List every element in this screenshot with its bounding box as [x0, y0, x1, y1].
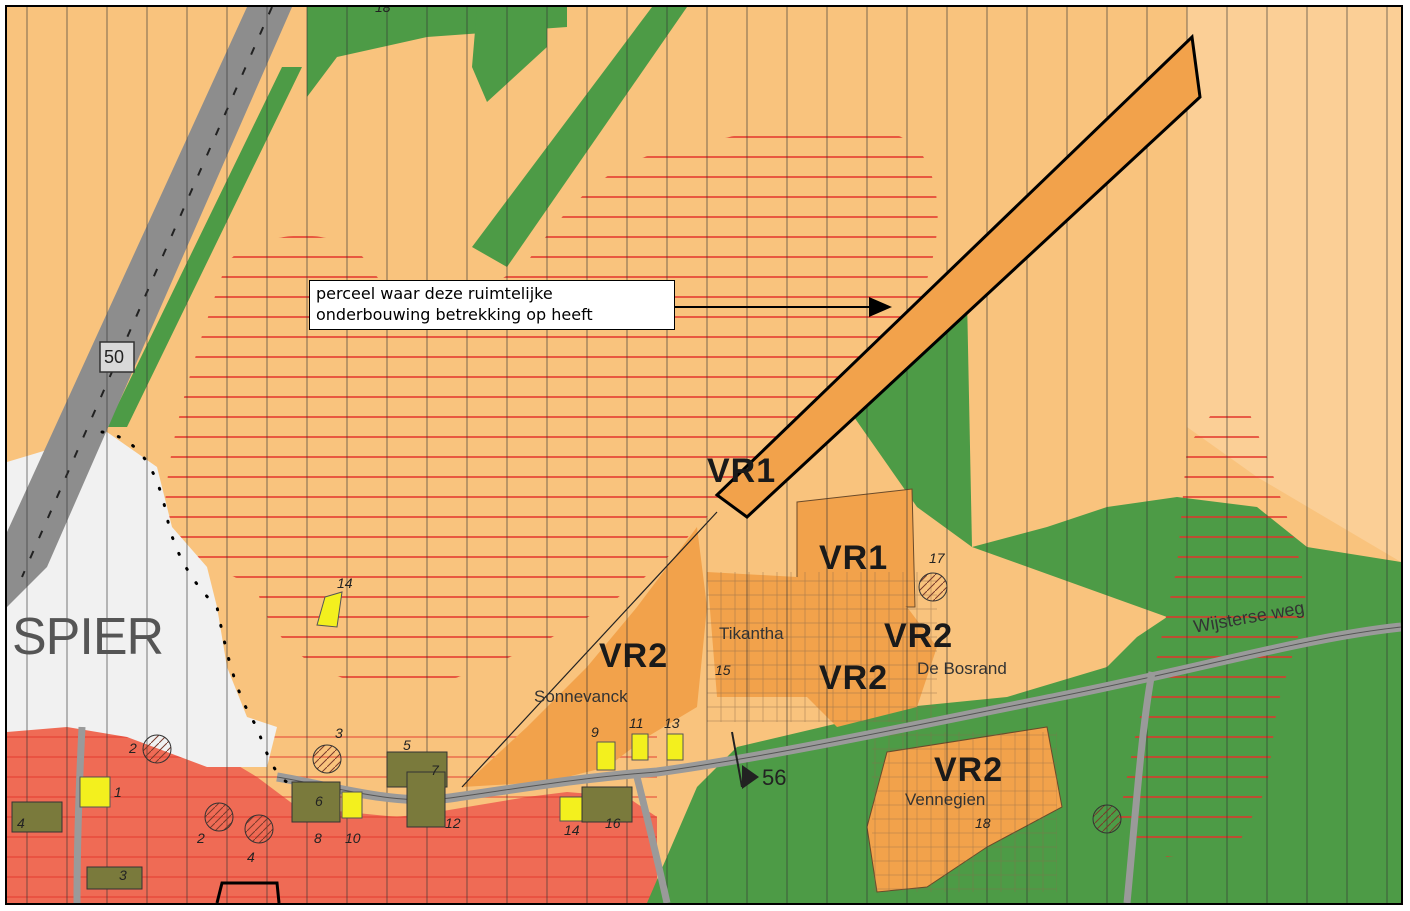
lot-14-low: 14	[564, 822, 580, 838]
monument-3	[312, 744, 342, 774]
vertical-line-overlay	[7, 7, 1401, 903]
road-west	[73, 726, 86, 903]
subject-parcel[interactable]	[714, 33, 1202, 519]
land-use-map	[7, 7, 1401, 903]
lot-15: 15	[715, 662, 731, 678]
road-east	[1123, 671, 1156, 903]
subject-parcel-extension	[461, 511, 718, 788]
lot-5: 5	[403, 737, 411, 753]
lot-2-left: 2	[129, 740, 137, 756]
route-56-tick	[731, 731, 743, 788]
lot-4-low: 4	[247, 849, 255, 865]
zone-label-vr2-tikantha: VR2	[884, 617, 954, 655]
block-4-left	[11, 801, 63, 833]
lot-14-field: 14	[337, 575, 353, 591]
place-tikantha: Tikantha	[719, 624, 784, 643]
plot-13	[666, 733, 684, 761]
lot-7: 7	[431, 762, 439, 778]
zone-label-vr1-block: VR1	[819, 539, 889, 577]
lot-8: 8	[314, 830, 322, 846]
block-7	[406, 771, 446, 828]
block-6	[291, 781, 341, 823]
monument-2-low	[204, 802, 234, 832]
plot-1	[79, 776, 111, 808]
monument-4-low	[244, 814, 274, 844]
plot-14-low	[559, 796, 583, 822]
block-16	[581, 786, 633, 823]
road-shield-label: 50	[104, 347, 125, 367]
lot-13: 13	[664, 715, 680, 731]
lot-1: 1	[114, 784, 122, 800]
road-label-56: 56	[762, 765, 787, 790]
road-south	[633, 776, 671, 903]
monument-2-left	[142, 734, 172, 764]
monument-17	[918, 572, 948, 602]
lot-10: 10	[345, 830, 361, 846]
map-frame: perceel waar deze ruimtelijke onderbouwi…	[5, 5, 1403, 905]
lot-18-vennegien: 18	[975, 815, 991, 831]
annotation-arrow-head	[869, 297, 892, 317]
block-3-low	[86, 866, 143, 890]
annotation-box: perceel waar deze ruimtelijke onderbouwi…	[309, 280, 675, 330]
plot-14-field	[316, 591, 343, 628]
lot-4-left: 4	[17, 815, 25, 831]
lot-2-low: 2	[197, 830, 205, 846]
plot-11	[631, 733, 649, 761]
lot-3-low: 3	[119, 867, 127, 883]
lot-16: 16	[605, 815, 621, 831]
annotation-line-1: perceel waar deze ruimtelijke	[316, 284, 553, 303]
lot-12: 12	[445, 815, 461, 831]
lot-11: 11	[629, 715, 644, 731]
zone-label-vr2-bosrand: VR2	[819, 659, 889, 697]
route-56-arrow	[742, 765, 759, 789]
place-vennegien: Vennegien	[905, 790, 986, 809]
zone-label-vr2-vennegien: VR2	[934, 751, 1004, 789]
plot-9	[596, 741, 616, 771]
lot-3-circle: 3	[335, 725, 343, 741]
lot-9: 9	[591, 724, 599, 740]
place-de-bosrand: De Bosrand	[917, 659, 1007, 678]
town-label: SPIER	[12, 608, 164, 666]
bottom-boundary-stub	[215, 881, 281, 903]
road-shield-box	[99, 341, 135, 373]
lot-17: 17	[929, 550, 945, 566]
plot-10	[341, 791, 363, 819]
lot-6: 6	[315, 793, 323, 809]
monument-east	[1092, 804, 1122, 834]
annotation-line-2: onderbouwing betrekking op heeft	[316, 305, 593, 324]
zone-label-vr1-plot: VR1	[707, 452, 777, 490]
place-sonnevanck: Sonnevanck	[534, 687, 628, 706]
lot-18-top: 18	[375, 5, 391, 15]
zone-label-vr2-sonnevanck: VR2	[599, 637, 669, 675]
